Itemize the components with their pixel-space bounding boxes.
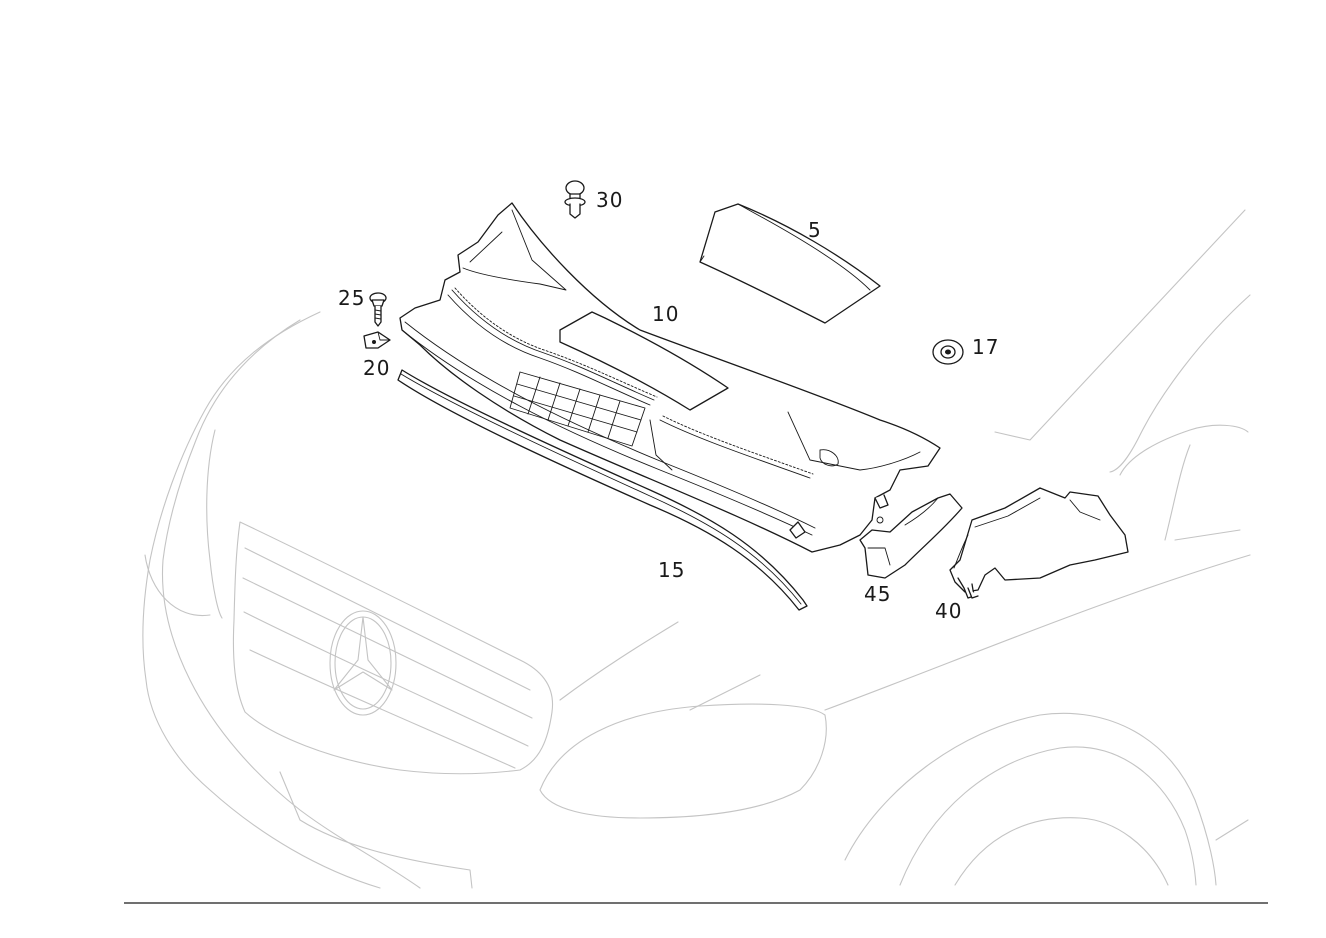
hood-left-edge-inner	[162, 319, 301, 561]
part-labels: 30 5 25 10 17 20 15 45 40	[338, 188, 999, 623]
label-part-25: 25	[338, 286, 365, 310]
left-headlight-edge-2	[144, 554, 211, 617]
part-10-cowl-panel	[399, 202, 941, 553]
label-part-10: 10	[652, 302, 679, 326]
hood-right-edge	[994, 209, 1246, 441]
label-part-15: 15	[658, 558, 685, 582]
label-part-30: 30	[596, 188, 623, 212]
mirror-inner	[1164, 444, 1191, 541]
part-30-push-clip-icon	[564, 180, 586, 219]
vehicle-outline	[142, 209, 1251, 889]
grille-bar-2	[242, 577, 533, 719]
grille-bar-1	[244, 547, 531, 691]
part-20-clip-nut-icon	[363, 331, 391, 349]
door-line	[1174, 529, 1241, 541]
wheel-arch-outer	[844, 712, 1217, 886]
mirror-outline	[1119, 424, 1249, 476]
hood-left-edge	[142, 311, 321, 681]
hood-crease	[559, 621, 679, 701]
cowl-filter-grid	[509, 371, 646, 447]
front-left-fender-inner	[161, 559, 421, 889]
fender-line	[824, 554, 1251, 711]
lower-bumper	[279, 771, 473, 889]
part-40-side-duct	[949, 487, 1129, 599]
hood-crease-2	[689, 674, 761, 711]
label-part-45: 45	[864, 582, 891, 606]
label-part-5: 5	[808, 218, 822, 242]
tire-arc	[954, 817, 1169, 886]
part-15-seal-strip	[397, 369, 808, 611]
part-25-screw-icon	[369, 292, 387, 327]
part-5-cover-panel	[699, 203, 881, 324]
label-part-40: 40	[935, 599, 962, 623]
label-part-17: 17	[972, 335, 999, 359]
right-headlight	[539, 703, 827, 819]
left-headlight-edge	[206, 429, 223, 619]
grille-outer	[232, 521, 554, 775]
fender-lower	[1215, 819, 1249, 841]
hood-right-edge-2	[1109, 294, 1251, 473]
front-left-fender	[145, 679, 381, 889]
wheel-arch-inner	[899, 746, 1197, 886]
label-part-20: 20	[363, 356, 390, 380]
part-17-grommet-icon	[932, 339, 964, 365]
emblem-icon	[329, 610, 397, 716]
grille-bar-3	[243, 611, 529, 747]
part-45-side-bracket	[859, 493, 963, 579]
grille-bar-4	[249, 649, 516, 769]
